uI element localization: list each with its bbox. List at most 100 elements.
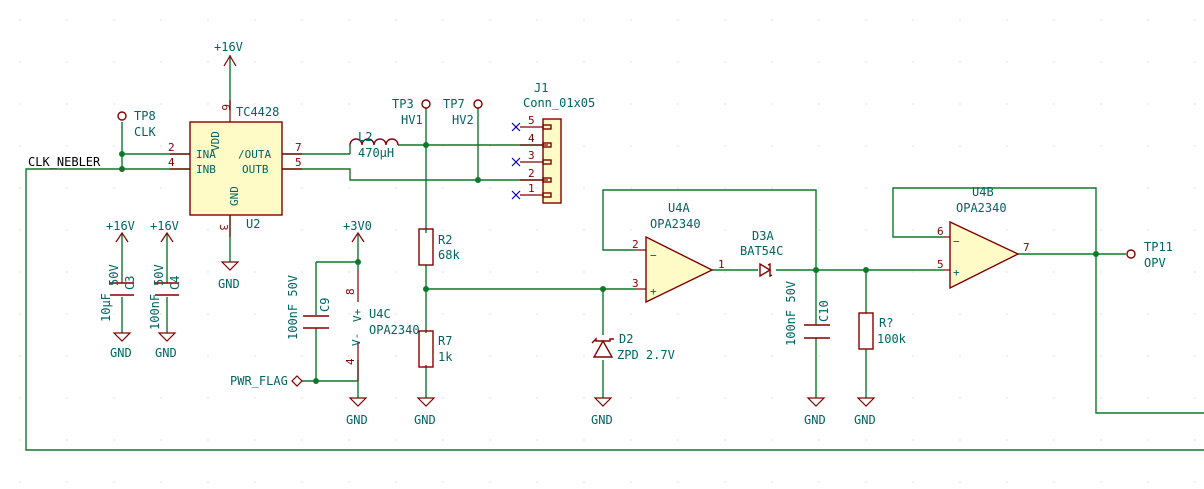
svg-text:3: 3 xyxy=(632,277,639,290)
svg-text:TP8: TP8 xyxy=(134,109,156,123)
junction-dots xyxy=(119,142,1099,384)
gnd-c4-label: GND xyxy=(155,346,177,360)
svg-text:+3V0: +3V0 xyxy=(343,219,372,233)
u2-pin5: 5 xyxy=(295,156,302,169)
svg-text:U4A: U4A xyxy=(668,201,690,215)
pwr-flag[interactable]: PWR_FLAG xyxy=(230,374,303,388)
svg-text:C3: C3 xyxy=(123,276,137,290)
svg-text:R2: R2 xyxy=(438,233,452,247)
u2-pin2: 2 xyxy=(168,141,175,154)
svg-text:TP7: TP7 xyxy=(443,97,465,111)
c10-capacitor[interactable]: 100nF 50V C10 xyxy=(784,281,831,346)
svg-text:100nF 50V: 100nF 50V xyxy=(784,281,798,346)
svg-text:OPA2340: OPA2340 xyxy=(369,323,420,337)
u4c-opamp-power[interactable]: 8 4 V+ V- U4C OPA2340 xyxy=(344,270,420,381)
svg-text:50V: 50V xyxy=(152,264,166,286)
gnd-c3-label: GND xyxy=(110,346,132,360)
svg-text:2: 2 xyxy=(528,167,535,180)
svg-text:BAT54C: BAT54C xyxy=(740,244,783,258)
u2-pin3: 3 xyxy=(217,224,230,231)
u2-pin-gnd: GND xyxy=(228,186,241,206)
svg-text:6: 6 xyxy=(937,225,944,238)
svg-text:TP3: TP3 xyxy=(392,97,414,111)
svg-text:100nF 50V: 100nF 50V xyxy=(286,275,300,340)
u2-pin6: 6 xyxy=(219,104,232,111)
tp3[interactable]: TP3 HV1 xyxy=(392,97,431,127)
gnd-c9-label: GND xyxy=(346,413,368,427)
svg-text:U4C: U4C xyxy=(369,307,391,321)
u2-driver[interactable]: 2 4 7 5 6 3 INA INB /OUTA OUTB VDD GND U… xyxy=(168,100,302,237)
u2-pin-outb: OUTB xyxy=(242,163,269,176)
svg-text:3: 3 xyxy=(528,149,535,162)
svg-text:100k: 100k xyxy=(877,332,907,346)
wires xyxy=(25,55,1204,451)
power-16v-top: +16V xyxy=(214,40,243,67)
svg-text:+16V: +16V xyxy=(150,219,179,233)
svg-text:−: − xyxy=(953,235,960,248)
svg-text:68k: 68k xyxy=(438,248,460,262)
u4b-opamp[interactable]: − + 6 5 7 U4B OPA2340 xyxy=(937,185,1030,290)
u2-value: TC4428 xyxy=(236,105,279,119)
svg-text:U4B: U4B xyxy=(972,185,994,199)
svg-text:1: 1 xyxy=(718,258,725,271)
r7-resistor[interactable]: R7 1k xyxy=(418,330,453,368)
gnd-c10-label: GND xyxy=(804,413,826,427)
j1-connector[interactable]: 5 4 3 2 1 J1 Conn_01x05 xyxy=(511,81,595,204)
svg-text:5: 5 xyxy=(937,258,944,271)
tp8[interactable]: TP8 CLK xyxy=(117,109,156,139)
gnd-symbols: GND GND GND GND GND GND GND GND xyxy=(110,261,876,427)
svg-text:7: 7 xyxy=(1023,241,1030,254)
svg-text:ZPD 2.7V: ZPD 2.7V xyxy=(617,348,675,362)
u2-ref: U2 xyxy=(246,217,260,231)
svg-text:4: 4 xyxy=(344,358,357,365)
gnd-r7-label: GND xyxy=(414,413,436,427)
svg-text:L2: L2 xyxy=(358,130,372,144)
svg-text:OPV: OPV xyxy=(1144,256,1166,270)
svg-text:R7: R7 xyxy=(438,334,452,348)
svg-text:+16V: +16V xyxy=(106,219,135,233)
u2-pin4: 4 xyxy=(168,156,175,169)
svg-text:5: 5 xyxy=(528,114,535,127)
u4a-opamp[interactable]: − + 2 3 1 U4A OPA2340 xyxy=(632,201,725,304)
c9-capacitor[interactable]: 100nF 50V C9 xyxy=(286,275,332,340)
gnd-u2-label: GND xyxy=(218,277,240,291)
svg-text:+: + xyxy=(953,266,960,279)
svg-text:Conn_01x05: Conn_01x05 xyxy=(523,96,595,110)
u2-pin-vdd: VDD xyxy=(209,131,222,151)
c4-capacitor[interactable]: 100nF C4 50V xyxy=(148,264,182,330)
gnd-rq-label: GND xyxy=(854,413,876,427)
svg-text:−: − xyxy=(650,249,657,262)
svg-text:C4: C4 xyxy=(168,276,182,290)
u2-pin7: 7 xyxy=(295,141,302,154)
tp11[interactable]: TP11 OPV xyxy=(1126,240,1173,270)
svg-text:50V: 50V xyxy=(107,264,121,286)
u2-pin-outa: /OUTA xyxy=(238,148,271,161)
svg-text:OPA2340: OPA2340 xyxy=(956,201,1007,215)
svg-text:8: 8 xyxy=(344,288,357,295)
d2-zener[interactable]: D2 ZPD 2.7V xyxy=(591,332,675,362)
tp7[interactable]: TP7 HV2 xyxy=(443,97,483,127)
svg-text:D3A: D3A xyxy=(752,229,774,243)
svg-text:TP11: TP11 xyxy=(1144,240,1173,254)
power-3v0: +3V0 xyxy=(343,219,372,243)
svg-text:C10: C10 xyxy=(817,300,831,322)
r2-resistor[interactable]: R2 68k xyxy=(418,228,460,266)
svg-text:V+: V+ xyxy=(351,308,364,322)
power-16v-c4: +16V xyxy=(150,219,179,243)
d3a-diode[interactable]: D3A BAT54C xyxy=(740,229,783,278)
svg-text:V-: V- xyxy=(350,333,363,346)
svg-text:2: 2 xyxy=(632,238,639,251)
svg-text:+16V: +16V xyxy=(214,40,243,54)
svg-text:OPA2340: OPA2340 xyxy=(650,217,701,231)
l2-inductor[interactable]: L2 470µH xyxy=(349,130,399,160)
svg-text:HV2: HV2 xyxy=(452,113,474,127)
power-16v-c3: +16V xyxy=(106,219,135,243)
svg-text:100nF: 100nF xyxy=(148,294,162,330)
net-label-clk-nebler: CLK_NEBLER xyxy=(28,155,101,169)
svg-text:R?: R? xyxy=(879,316,893,330)
c3-capacitor[interactable]: 10µF C3 50V xyxy=(99,264,137,322)
gnd-d2-label: GND xyxy=(591,413,613,427)
rq-resistor[interactable]: R? 100k xyxy=(858,312,907,350)
